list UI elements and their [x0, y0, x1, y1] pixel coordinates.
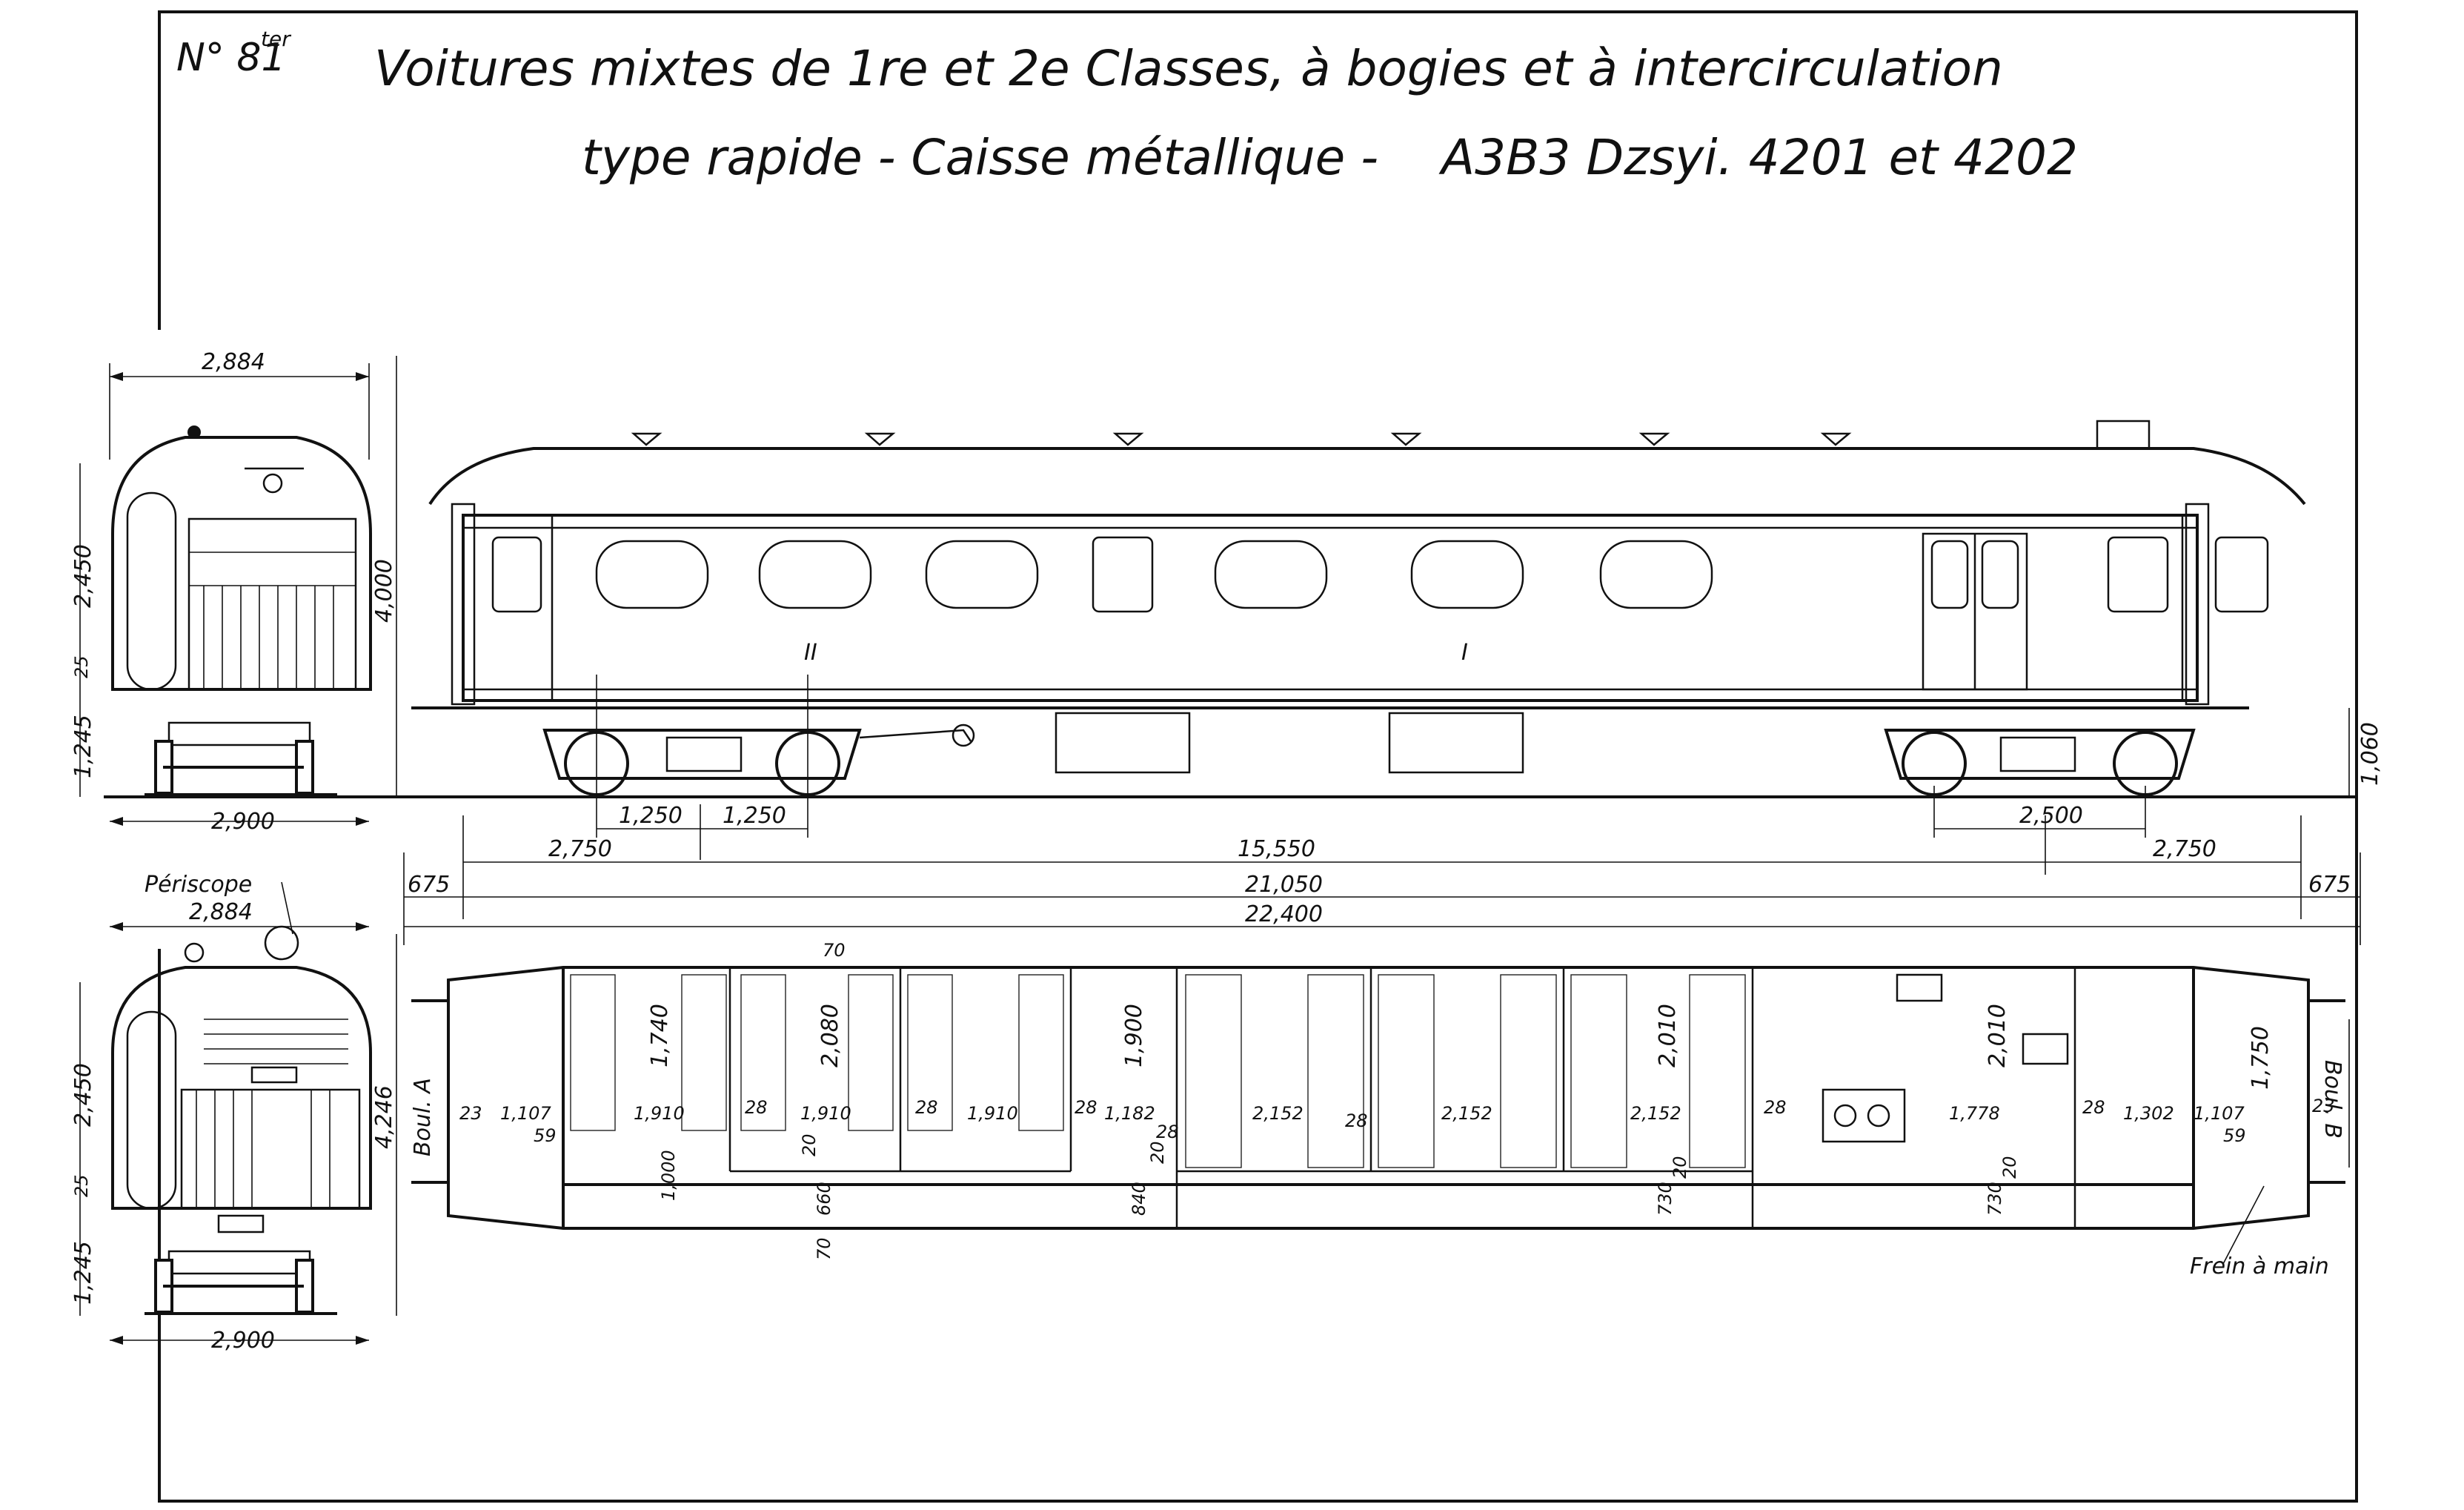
comp-width-8: 1,778: [1949, 1103, 2000, 1124]
small-dim-2: 59: [534, 1125, 557, 1146]
comp-width-1: 1,910: [634, 1103, 685, 1124]
small-dim-10: 20: [799, 1133, 820, 1156]
dim-top-70: 70: [823, 940, 846, 961]
corridor-dim-5: 730: [1655, 1182, 1676, 1216]
bogie-left: [542, 723, 975, 796]
end-top-height-gap: 25: [71, 655, 92, 678]
windows: [491, 532, 2269, 691]
roof-vents: [631, 420, 2151, 450]
plate-suffix: ter: [261, 27, 291, 51]
vestibule-right: 1,107: [2194, 1103, 2245, 1124]
end-bottom-width-bottom: 2,900: [211, 1328, 275, 1354]
vestibule-left: 1,107: [500, 1103, 551, 1124]
end-bottom-height-body: 2,450: [70, 1063, 96, 1127]
buffer-height: 1,060: [2357, 722, 2383, 786]
title-block: N° 81 ter Voitures mixtes de 1re et 2e C…: [176, 27, 2078, 186]
end-bottom-height-gap: 25: [71, 1174, 92, 1197]
handbrake-label: Frein à main: [2190, 1254, 2329, 1279]
end-view-top: 2,884 2,450 25 1,245 4,000: [70, 349, 397, 835]
dim-bogie-centres: 15,550: [1238, 836, 1315, 862]
small-dim-3: 28: [745, 1097, 768, 1118]
length-dimensions: 1,250 1,250 2,500 2,750 15,550 2,750 675…: [403, 675, 2361, 945]
partitions: [728, 967, 2076, 1227]
small-dim-5: 28: [1075, 1097, 1097, 1118]
end-top-width-top: 2,884: [202, 349, 265, 375]
bogie-right: [1884, 729, 2196, 796]
comp-width-3: 1,910: [967, 1103, 1018, 1124]
comp-width-6: 2,152: [1441, 1103, 1492, 1124]
corridor-dim-6: 730: [1985, 1182, 2005, 1216]
small-dim-14: 59: [2223, 1125, 2246, 1146]
title-line-1: Voitures mixtes de 1re et 2e Classes, à …: [374, 40, 2003, 97]
small-dim-11: 20: [1147, 1141, 1168, 1164]
comp-width-4: 1,182: [1104, 1103, 1155, 1124]
sheet-border: [158, 10, 2358, 1503]
comp-width-5: 2,152: [1252, 1103, 1304, 1124]
small-dim-7: 28: [1345, 1110, 1368, 1131]
periscope-label: Périscope: [145, 872, 252, 898]
end-a-label: Boul. A: [410, 1078, 436, 1156]
end-top-height-under: 1,245: [70, 715, 96, 778]
dim-buffer-left: 675: [408, 872, 450, 898]
corridor-dim-2: 660: [814, 1182, 834, 1216]
dim-bogie-left-half2: 1,250: [723, 803, 786, 829]
seat-hatching: [570, 974, 1746, 1168]
dim-bogie-left-half1: 1,250: [619, 803, 683, 829]
end-bottom-height-under: 1,245: [70, 1241, 96, 1305]
small-dim-6: 28: [1156, 1122, 1179, 1142]
small-dim-8: 28: [1764, 1097, 1787, 1118]
dim-body-length: 21,050: [1245, 872, 1323, 898]
dim-overhang-right: 2,750: [2153, 836, 2216, 862]
small-dim-13: 20: [1999, 1156, 2020, 1179]
plan-view: Boul. A Boul. B: [410, 940, 2350, 1279]
corridor-dim-3: 70: [814, 1237, 834, 1260]
plate-number: N° 81: [176, 36, 286, 80]
comp-depth-4: 1,900: [1121, 1004, 1147, 1067]
end-top-height-total: 4,000: [371, 559, 397, 623]
small-dim-15: 23: [2312, 1096, 2335, 1116]
comp-depth-1: 1,740: [647, 1004, 673, 1067]
dim-overhang-left: 2,750: [548, 836, 612, 862]
comp-depth-9: 1,750: [2248, 1026, 2274, 1090]
small-dim-4: 28: [915, 1097, 938, 1118]
end-top-height-body: 2,450: [70, 544, 96, 608]
end-b-label: Boul. B: [2319, 1060, 2345, 1139]
comp-width-7: 2,152: [1630, 1103, 1681, 1124]
small-dim-9: 28: [2082, 1097, 2105, 1118]
small-dim-12: 20: [1670, 1156, 1690, 1179]
comp-depth-8: 2,010: [1985, 1004, 2010, 1067]
end-top-width-bottom: 2,900: [211, 809, 275, 835]
dim-bogie-right: 2,500: [2019, 803, 2083, 829]
comp-depth-2: 2,080: [817, 1004, 843, 1067]
title-line-2: type rapide - Caisse métallique -: [582, 129, 1378, 186]
comp-width-9: 1,302: [2123, 1103, 2174, 1124]
dim-buffer-right: 675: [2308, 872, 2351, 898]
small-dim-1: 23: [459, 1103, 482, 1124]
corridor-dim-4: 840: [1129, 1182, 1149, 1216]
class-mark-first: I: [1461, 640, 1468, 666]
designation: A3B3 Dzsyi. 4201 et 4202: [1438, 129, 2078, 186]
dim-overall-length: 22,400: [1245, 901, 1323, 927]
end-view-bottom: Périscope 2,884 2,450 25 1,245: [70, 872, 397, 1354]
comp-depth-7: 2,010: [1655, 1004, 1681, 1067]
end-bottom-height-total: 4,246: [371, 1085, 397, 1149]
end-bottom-width-top: 2,884: [189, 899, 253, 925]
corridor-dim-1: 1,000: [658, 1150, 679, 1201]
side-elevation: II I 1,060: [104, 420, 2383, 798]
comp-width-2: 1,910: [800, 1103, 851, 1124]
class-mark-second: II: [804, 640, 817, 666]
